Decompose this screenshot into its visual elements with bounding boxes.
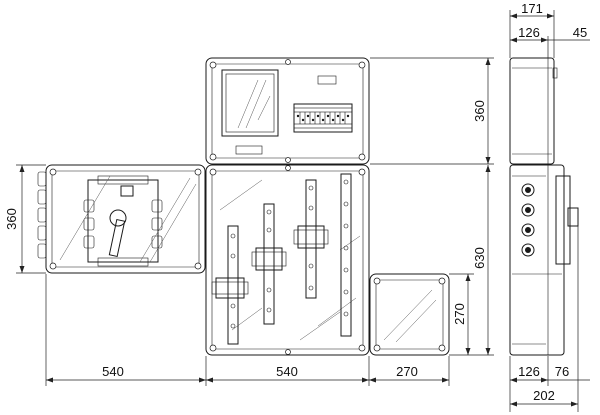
dim-center-height: 630 [472,247,487,269]
dim-side-depth-bottom-extra: 76 [555,364,569,379]
dim-center-width: 540 [276,364,298,379]
top-panel [205,57,370,165]
center-panel [205,164,370,356]
side-view [509,57,579,356]
dimension-lines [16,10,590,412]
dim-side-bottom-total: 202 [533,388,555,403]
main-switch [59,175,197,267]
dim-side-total-depth: 171 [521,1,543,16]
terminal-block [293,103,353,133]
busbar-3 [293,179,329,299]
dim-left-width: 540 [102,364,124,379]
meter-window [221,69,279,155]
busbar-1 [211,225,249,345]
dim-side-depth-top-extra: 45 [573,25,587,40]
bottom-right-panel [369,273,450,356]
small-module [317,75,337,85]
dim-side-depth-bottom: 126 [518,364,540,379]
left-panel [37,164,206,274]
dim-left-height: 360 [4,208,19,230]
busbar-n [340,173,352,337]
dim-bottom-right-height: 270 [452,303,467,325]
left-cable-glands [37,171,47,259]
busbar-2 [251,203,287,325]
dimension-labels: 540 540 270 360 360 630 270 171 126 45 1… [4,1,587,403]
dim-right-width: 270 [396,364,418,379]
dim-top-height: 360 [472,100,487,122]
dim-side-depth-top: 126 [518,25,540,40]
